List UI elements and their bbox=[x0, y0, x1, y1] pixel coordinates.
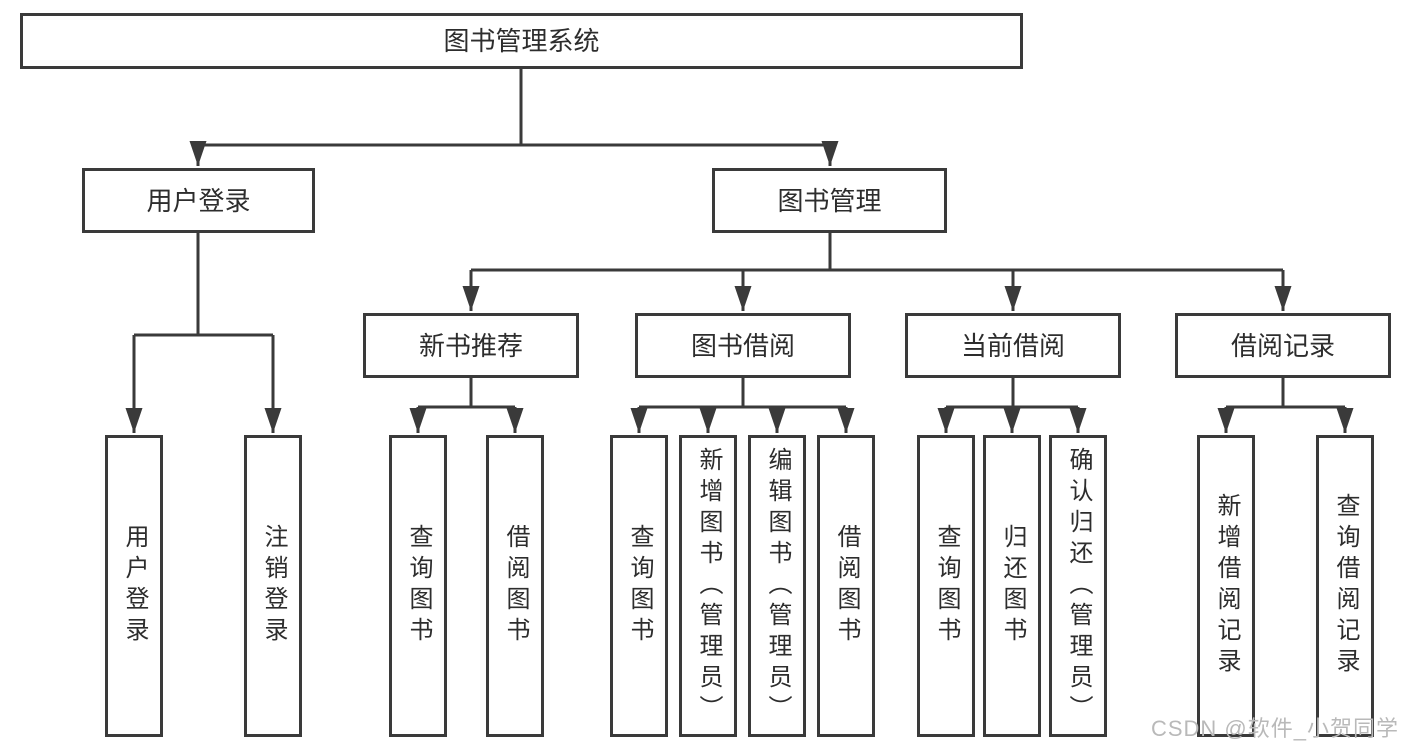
node-borrowing-records: 借阅记录 bbox=[1175, 313, 1391, 378]
node-label: 图书借阅 bbox=[690, 330, 795, 361]
node-label: 借阅记录 bbox=[1230, 330, 1335, 361]
node-label: 用户登录 bbox=[146, 185, 251, 216]
node-label: 新增图书（管理员） bbox=[695, 446, 722, 726]
node-label: 当前借阅 bbox=[960, 330, 1065, 361]
node-label: 查询图书 bbox=[626, 524, 653, 648]
node-label: 确认归还（管理员） bbox=[1065, 446, 1092, 726]
node-user-login: 用户登录 bbox=[82, 168, 315, 233]
node-label: 查询图书 bbox=[405, 524, 432, 648]
node-label: 查询借阅记录 bbox=[1332, 493, 1359, 679]
leaf-query-books-current: 查询图书 bbox=[917, 435, 975, 737]
node-label: 注销登录 bbox=[260, 524, 287, 648]
node-book-borrowing: 图书借阅 bbox=[635, 313, 851, 378]
leaf-edit-books-admin: 编辑图书（管理员） bbox=[748, 435, 806, 737]
connector-arrows bbox=[125, 141, 1354, 433]
leaf-query-borrow-record: 查询借阅记录 bbox=[1316, 435, 1374, 737]
csdn-watermark: CSDN @软件_小贺同学 bbox=[1150, 716, 1399, 741]
leaf-user-login: 用户登录 bbox=[105, 435, 163, 737]
leaf-borrow-books-borrowing: 借阅图书 bbox=[817, 435, 875, 737]
node-label: 编辑图书（管理员） bbox=[764, 446, 791, 726]
connector-stems bbox=[134, 68, 1345, 409]
node-current-borrowing: 当前借阅 bbox=[905, 313, 1121, 378]
node-label: 借阅图书 bbox=[833, 524, 860, 648]
leaf-borrow-books-recommend: 借阅图书 bbox=[486, 435, 544, 737]
node-book-management: 图书管理 bbox=[712, 168, 947, 233]
leaf-add-borrow-record: 新增借阅记录 bbox=[1197, 435, 1255, 737]
leaf-confirm-return-admin: 确认归还（管理员） bbox=[1049, 435, 1107, 737]
node-label: 借阅图书 bbox=[502, 524, 529, 648]
leaf-logout: 注销登录 bbox=[244, 435, 302, 737]
node-label: 新增借阅记录 bbox=[1213, 493, 1240, 679]
leaf-add-books-admin: 新增图书（管理员） bbox=[679, 435, 737, 737]
node-label: 用户登录 bbox=[121, 524, 148, 648]
node-label: 归还图书 bbox=[999, 524, 1026, 648]
leaf-query-books-recommend: 查询图书 bbox=[389, 435, 447, 737]
node-label: 图书管理 bbox=[777, 185, 882, 216]
leaf-query-books-borrowing: 查询图书 bbox=[610, 435, 668, 737]
node-label: 查询图书 bbox=[933, 524, 960, 648]
node-label: 图书管理系统 bbox=[443, 26, 600, 56]
node-label: 新书推荐 bbox=[418, 330, 523, 361]
node-new-book-recommendation: 新书推荐 bbox=[363, 313, 579, 378]
leaf-return-books: 归还图书 bbox=[983, 435, 1041, 737]
node-library-system-root: 图书管理系统 bbox=[20, 13, 1023, 69]
